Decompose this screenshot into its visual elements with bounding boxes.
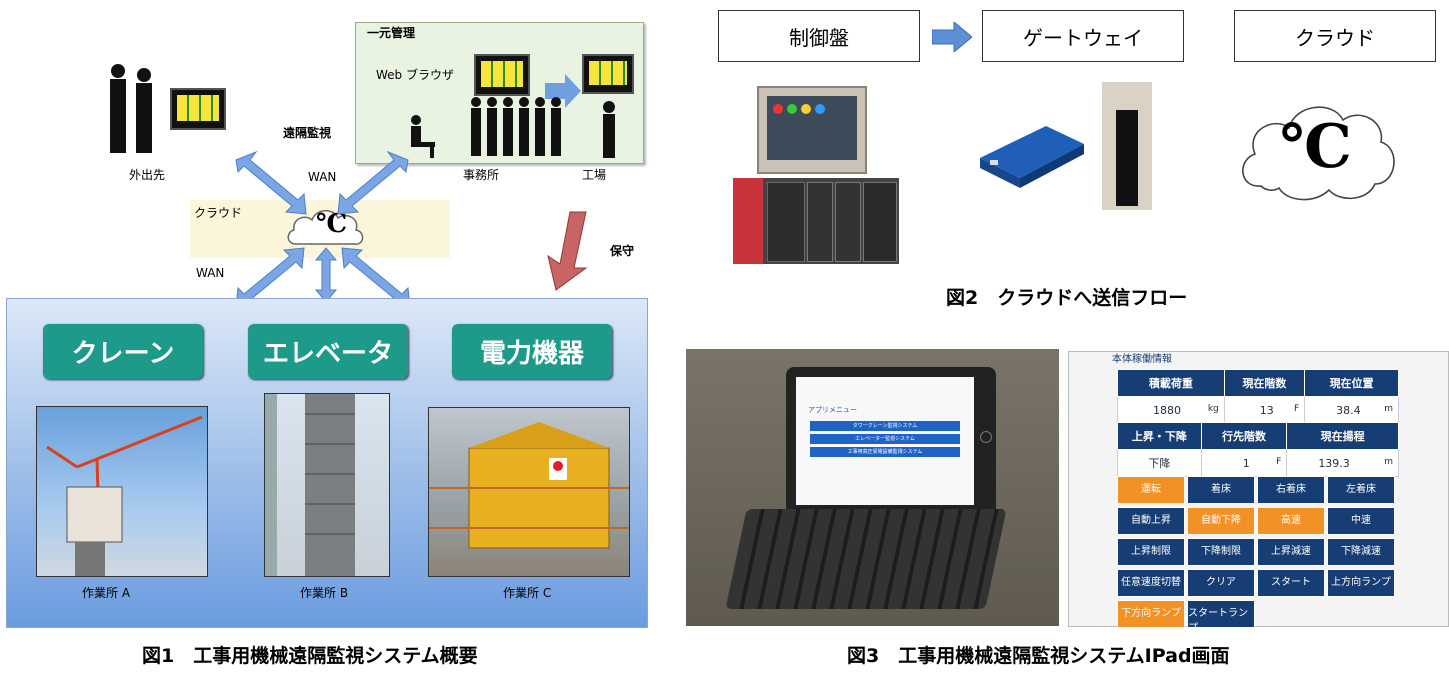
factory-worker-icon bbox=[603, 101, 615, 158]
keyboard bbox=[725, 509, 1007, 609]
figure-3-caption: 図3 工事用機械遠隔監視システムIPad画面 bbox=[847, 645, 1230, 667]
control-button[interactable]: 自動下降 bbox=[1187, 507, 1255, 535]
tablet-screen-icon bbox=[170, 88, 226, 130]
control-button[interactable]: 下降減速 bbox=[1327, 538, 1395, 566]
central-management-title: 一元管理 bbox=[367, 26, 416, 40]
tablet-menu-item[interactable]: タワークレーン監視システム bbox=[810, 421, 960, 431]
wan-label-bottom: WAN bbox=[196, 266, 225, 280]
seated-worker-icon bbox=[411, 115, 435, 158]
control-button[interactable]: 左着床 bbox=[1327, 476, 1395, 504]
table-header: 現在階数 bbox=[1223, 369, 1306, 397]
wan-label-top: WAN bbox=[308, 170, 337, 184]
control-button[interactable]: クリア bbox=[1187, 569, 1255, 597]
cloud-label: クラウド bbox=[194, 206, 243, 220]
elevator-label: エレベータ bbox=[248, 324, 408, 379]
table-header: 積載荷重 bbox=[1117, 369, 1225, 397]
power-equipment-label: 電力機器 bbox=[452, 324, 612, 379]
antenna-device-image bbox=[1102, 82, 1152, 210]
maintenance-label: 保守 bbox=[610, 244, 635, 258]
site-a-label: 作業所 A bbox=[82, 586, 131, 600]
factory-label: 工場 bbox=[582, 168, 607, 182]
table-header: 現在位置 bbox=[1304, 369, 1399, 397]
table-cell: 下降 bbox=[1117, 449, 1202, 477]
control-button[interactable]: 着床 bbox=[1187, 476, 1255, 504]
tablet-menu-item[interactable]: エレベーター監視システム bbox=[810, 434, 960, 444]
cloud-logo: ℃ bbox=[1280, 112, 1352, 182]
tablet-menu-item[interactable]: 工事用高圧受電設備監視システム bbox=[810, 447, 960, 457]
gateway-box: ゲートウェイ bbox=[982, 10, 1184, 62]
wan-arrows bbox=[235, 150, 588, 307]
outside-label: 外出先 bbox=[129, 168, 166, 182]
monitor-screen-icon bbox=[582, 54, 634, 94]
cloud-icon bbox=[287, 210, 364, 245]
table-header: 上昇・下降 bbox=[1117, 422, 1202, 450]
site-c-label: 作業所 C bbox=[503, 586, 552, 600]
control-button[interactable]: 運転 bbox=[1117, 476, 1185, 504]
tablet-menu-subtitle: アプリメニュー bbox=[808, 406, 857, 414]
control-button[interactable]: スタート bbox=[1257, 569, 1325, 597]
control-button[interactable]: 上昇制限 bbox=[1117, 538, 1185, 566]
tablet-photo: アプリメニュー タワークレーン監視システム エレベーター監視システム 工事用高圧… bbox=[686, 349, 1059, 626]
hmi-panel-image bbox=[757, 86, 867, 174]
figure-1-caption: 図1 工事用機械遠隔監視システム概要 bbox=[142, 645, 478, 667]
gateway-device-image bbox=[980, 126, 1084, 188]
crane-photo bbox=[36, 406, 208, 577]
control-button[interactable]: 上方向ランプ bbox=[1327, 569, 1395, 597]
control-button[interactable]: 下方向ランプ bbox=[1117, 600, 1185, 628]
control-button[interactable]: 高速 bbox=[1257, 507, 1325, 535]
monitor-screen-icon bbox=[474, 54, 530, 96]
table-header: 行先階数 bbox=[1200, 422, 1288, 450]
cloud-box: クラウド bbox=[1234, 10, 1436, 62]
control-button[interactable]: 右着床 bbox=[1257, 476, 1325, 504]
crane-label: クレーン bbox=[43, 324, 203, 379]
office-workers-icon bbox=[471, 97, 561, 156]
outside-workers-icon bbox=[110, 64, 152, 153]
control-button[interactable]: 上昇減速 bbox=[1257, 538, 1325, 566]
control-button[interactable]: スタートランプ bbox=[1187, 600, 1255, 634]
panel-title: 本体稼働情報 bbox=[1112, 354, 1172, 365]
cloud-icon bbox=[1242, 106, 1395, 201]
table-header: 現在揚程 bbox=[1286, 422, 1399, 450]
control-button[interactable]: 下降制限 bbox=[1187, 538, 1255, 566]
remote-monitoring-label: 遠隔監視 bbox=[283, 126, 332, 140]
arrow-right-icon bbox=[932, 22, 972, 52]
office-label: 事務所 bbox=[463, 168, 500, 182]
control-panel-box: 制御盤 bbox=[718, 10, 920, 62]
power-equipment-photo bbox=[428, 407, 630, 577]
arrow-right-icon bbox=[545, 74, 581, 108]
web-browser-label: Web ブラウザ bbox=[376, 68, 454, 82]
plc-unit-image bbox=[733, 178, 899, 264]
control-button[interactable]: 中速 bbox=[1327, 507, 1395, 535]
control-button[interactable]: 任意速度切替 bbox=[1117, 569, 1185, 597]
control-button[interactable]: 自動上昇 bbox=[1117, 507, 1185, 535]
site-b-label: 作業所 B bbox=[300, 586, 349, 600]
elevator-photo bbox=[264, 393, 390, 577]
figure-2-caption: 図2 クラウドへ送信フロー bbox=[946, 287, 1188, 309]
